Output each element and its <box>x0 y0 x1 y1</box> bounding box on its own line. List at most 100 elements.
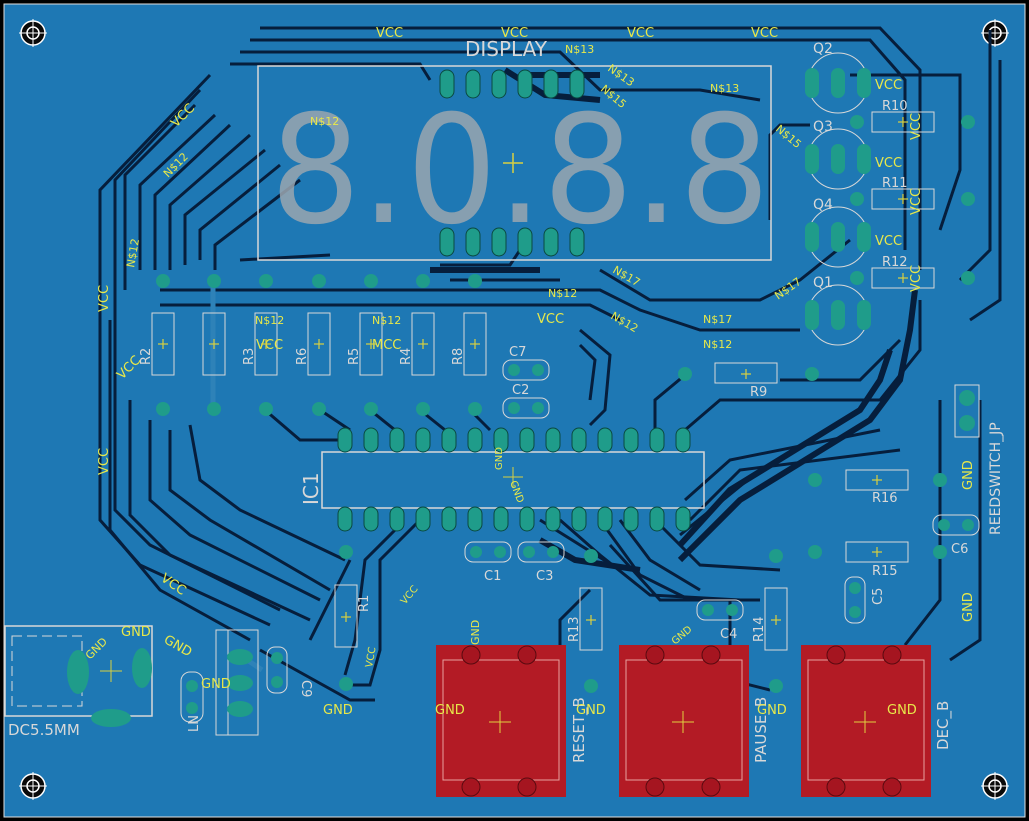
mounting-hole-bottom-right <box>981 772 1009 800</box>
svg-text:R8: R8 <box>451 348 466 365</box>
svg-text:C2: C2 <box>512 383 529 398</box>
net-label: GND <box>961 592 976 622</box>
svg-text:R12: R12 <box>882 255 908 270</box>
capacitor-c6: C6 <box>932 514 980 557</box>
resistor-r5: R5 <box>347 274 383 416</box>
capacitor-ln: LN <box>180 671 204 732</box>
ic1-pins-bottom <box>337 506 691 532</box>
net-label: VCC <box>751 26 778 41</box>
svg-text:C3: C3 <box>536 569 553 584</box>
resistor-r16: R16 <box>808 469 947 506</box>
net-label: VCC <box>875 234 902 249</box>
capacitor-c9: C9 <box>266 646 313 697</box>
net-label: VCC <box>97 285 112 312</box>
net-label: GND <box>961 460 976 490</box>
resistor-r13: R13 <box>567 549 603 693</box>
svg-text:RESET_B: RESET_B <box>570 697 589 763</box>
svg-text:R14: R14 <box>752 616 767 642</box>
svg-text:R4: R4 <box>399 348 414 365</box>
svg-text:C5: C5 <box>871 588 886 605</box>
copper-traces <box>98 26 1002 702</box>
net-label: GND <box>323 703 353 718</box>
net-label: N$12 <box>548 287 577 300</box>
net-label: GND <box>887 703 917 718</box>
svg-text:C4: C4 <box>720 627 737 642</box>
transistor-q1: Q1 <box>805 275 871 346</box>
mounting-hole-bottom-left <box>19 772 47 800</box>
svg-text:R15: R15 <box>872 564 898 579</box>
net-label: VCC <box>875 78 902 93</box>
net-label: MCC <box>372 338 401 353</box>
net-label: VCC <box>501 26 528 41</box>
svg-text:R3: R3 <box>242 348 257 365</box>
dec-button: DEC_B <box>801 645 953 797</box>
net-label: N$13 <box>565 43 594 56</box>
net-label: VCC <box>537 312 564 327</box>
net-label: VCC <box>909 188 924 215</box>
svg-text:R1: R1 <box>357 595 372 612</box>
net-label: VCC <box>376 26 403 41</box>
net-label: N$13 <box>710 82 739 95</box>
net-label: VCC <box>364 646 378 668</box>
net-label: VCC <box>627 26 654 41</box>
net-label: N$12 <box>372 314 401 327</box>
svg-text:Q1: Q1 <box>813 275 833 291</box>
reset-button: RESET_B <box>436 645 589 797</box>
transistor-q2: Q2 <box>805 41 871 114</box>
reedswitch-connector: REEDSWITCH_JP <box>954 384 1004 535</box>
resistor-r4: R4 <box>399 274 435 416</box>
resistor-r9: R9 <box>678 362 819 400</box>
svg-text:DEC_B: DEC_B <box>934 701 953 750</box>
svg-text:C6: C6 <box>951 542 968 557</box>
net-label: N$12 <box>310 115 339 128</box>
svg-text:LN: LN <box>187 715 202 732</box>
resistor-r3: R3 <box>242 274 278 416</box>
svg-text:R5: R5 <box>347 348 362 365</box>
net-label: GND <box>121 625 151 640</box>
capacitor-c1: C1 <box>464 541 512 584</box>
resistor-r1: R1 <box>334 545 372 691</box>
part-center-marks <box>158 117 908 625</box>
net-label: VCC <box>909 265 924 292</box>
net-label: GND <box>576 703 606 718</box>
net-label: GND <box>435 703 465 718</box>
transistor-q4: Q4 <box>805 197 871 268</box>
net-label: N$12 <box>255 314 284 327</box>
net-label: VCC <box>256 338 283 353</box>
svg-text:R10: R10 <box>882 99 908 114</box>
mounting-hole-top-left <box>19 19 47 47</box>
capacitor-c3: C3 <box>517 541 565 584</box>
ic1-chip: IC1 <box>299 451 705 509</box>
dc-jack: DC5.5MM <box>4 625 153 739</box>
resistor-r11: R11 <box>850 176 975 210</box>
svg-text:R9: R9 <box>750 385 767 400</box>
resistor-r15: R15 <box>808 541 947 579</box>
ic1-pins-top <box>337 427 691 453</box>
transistor-q3: Q3 <box>805 119 871 190</box>
svg-text:R16: R16 <box>872 491 898 506</box>
resistor-r8: R8 <box>451 274 487 416</box>
net-label: VCC <box>909 113 924 140</box>
svg-text:DC5.5MM: DC5.5MM <box>8 721 80 739</box>
pause-button: PAUSE_B <box>619 645 771 797</box>
svg-text:C7: C7 <box>509 345 526 360</box>
net-label: N$12 <box>124 237 142 268</box>
net-label: VCC <box>97 448 112 475</box>
net-label: GND <box>757 703 787 718</box>
svg-text:R2: R2 <box>139 348 154 365</box>
svg-text:R11: R11 <box>882 176 908 191</box>
svg-text:Q2: Q2 <box>813 41 833 57</box>
svg-text:Q4: Q4 <box>813 197 833 213</box>
capacitor-c5: C5 <box>844 576 886 624</box>
display-center-mark <box>503 153 523 173</box>
capacitor-c2: C2 <box>502 383 550 419</box>
display-outline <box>257 65 772 261</box>
net-label: GND <box>494 447 505 470</box>
net-label: GND <box>469 620 482 645</box>
svg-text:REEDSWITCH_JP: REEDSWITCH_JP <box>988 422 1004 535</box>
svg-text:Q3: Q3 <box>813 119 833 135</box>
resistor-r10: R10 <box>850 99 975 133</box>
svg-text:IC1: IC1 <box>299 472 323 505</box>
display-pins-bottom <box>439 227 585 257</box>
